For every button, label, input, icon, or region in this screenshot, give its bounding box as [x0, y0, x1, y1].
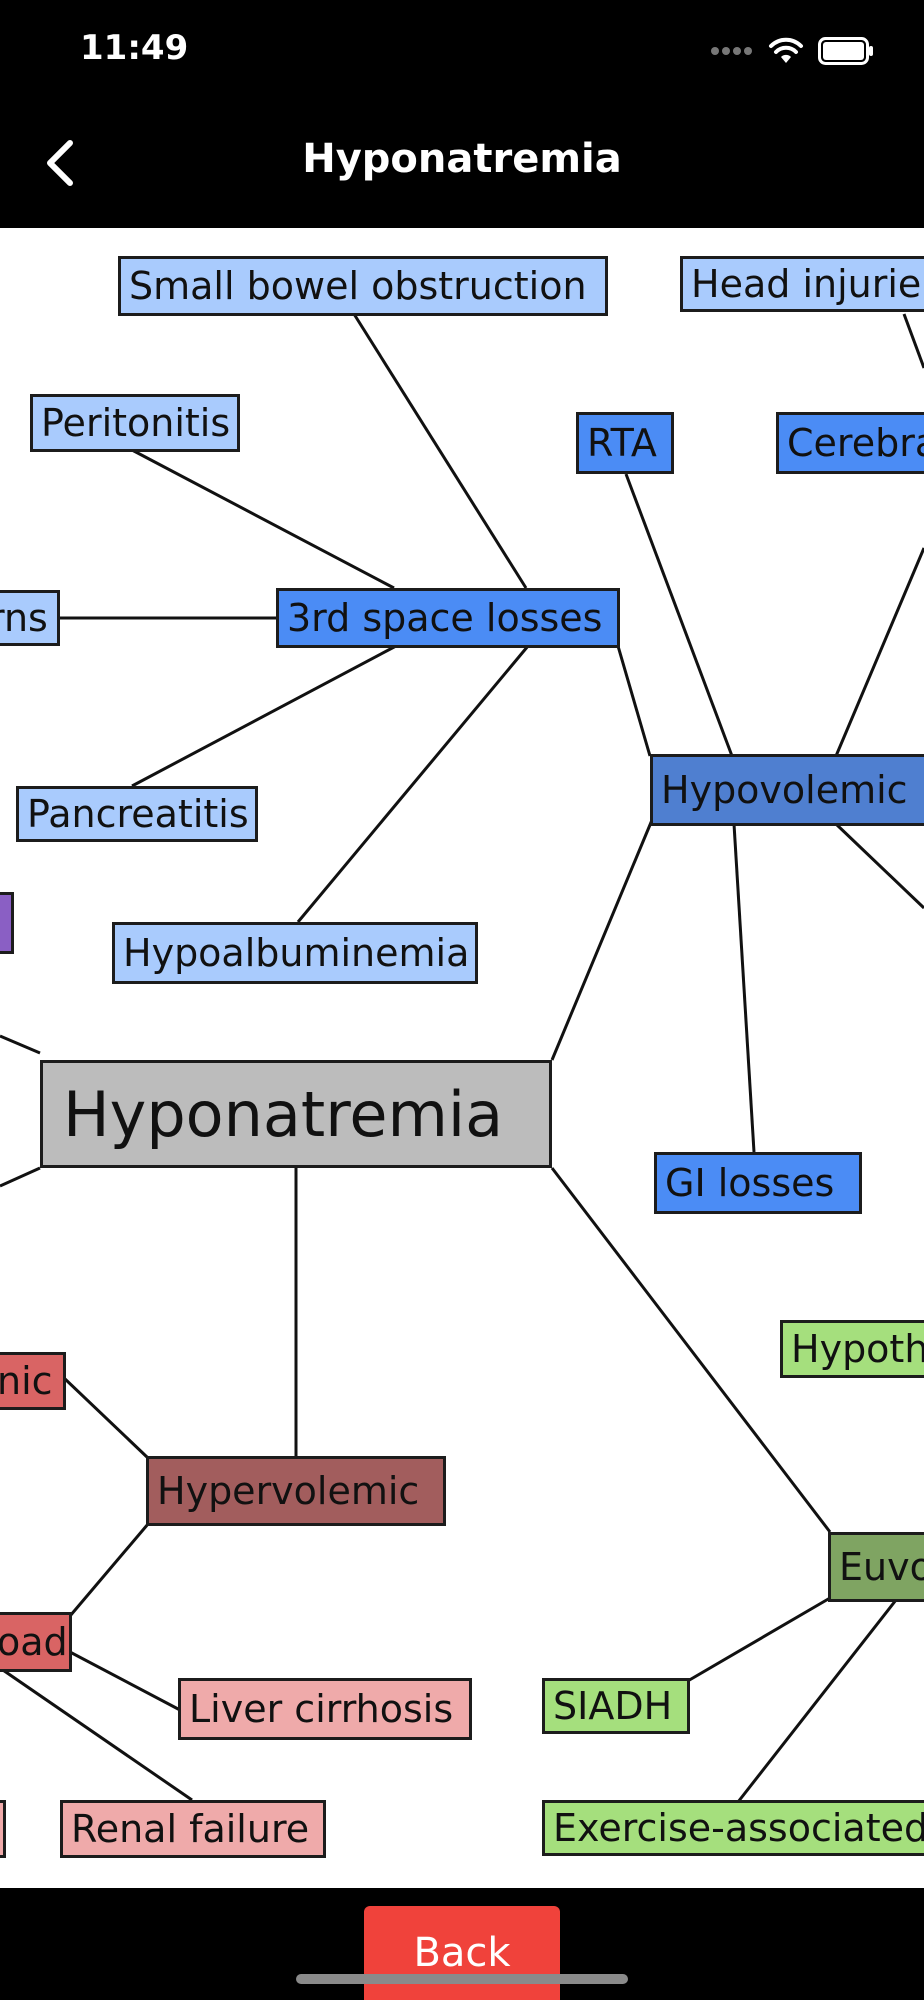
node-euvolemic[interactable]: Euvo: [828, 1532, 924, 1602]
page-title: Hyponatremia: [302, 136, 622, 182]
signal-icon: [711, 47, 752, 55]
node-oad[interactable]: oad: [0, 1612, 72, 1672]
node-hypovolemic[interactable]: Hypovolemic: [650, 754, 924, 826]
node-nic[interactable]: nic: [0, 1352, 66, 1410]
connector-lines: [0, 313, 924, 1803]
node-exercise-associated[interactable]: Exercise-associated: [542, 1800, 924, 1856]
node-peritonitis[interactable]: Peritonitis: [30, 394, 240, 452]
node-third-space-losses[interactable]: 3rd space losses: [276, 588, 620, 648]
node-hypervolemic[interactable]: Hypervolemic: [146, 1456, 446, 1526]
node-gi-losses[interactable]: GI losses: [654, 1152, 862, 1214]
back-chevron-icon[interactable]: [40, 138, 80, 188]
status-icons: [710, 36, 874, 66]
navigation-bar: Hyponatremia: [0, 100, 924, 228]
back-button[interactable]: Back: [364, 1906, 560, 2000]
node-head-injuries[interactable]: Head injurie: [680, 256, 924, 312]
bottom-bar: Back: [0, 1888, 924, 2000]
mind-map[interactable]: Hyponatremia Hypovolemic 3rd space losse…: [0, 228, 924, 1888]
wifi-icon: [769, 37, 803, 63]
node-hypothyroidism[interactable]: Hypoth: [780, 1320, 924, 1378]
node-small-bowel-obstruction[interactable]: Small bowel obstruction: [118, 256, 608, 316]
battery-icon: [818, 37, 873, 65]
node-hyponatremia[interactable]: Hyponatremia: [40, 1060, 552, 1168]
node-pancreatitis[interactable]: Pancreatitis: [16, 786, 258, 842]
node-burns[interactable]: rns: [0, 590, 60, 646]
home-indicator[interactable]: [296, 1974, 628, 1984]
status-time: 11:49: [80, 28, 189, 68]
node-hypoalbuminemia[interactable]: Hypoalbuminemia: [112, 922, 478, 984]
node-liver-cirrhosis[interactable]: Liver cirrhosis: [178, 1678, 472, 1740]
node-partial-purple[interactable]: [0, 892, 14, 954]
node-cerebral[interactable]: Cerebra: [776, 412, 924, 474]
node-siadh[interactable]: SIADH: [542, 1678, 690, 1734]
node-rta[interactable]: RTA: [576, 412, 674, 474]
status-bar: 11:49: [0, 0, 924, 100]
node-partial-pink[interactable]: [0, 1800, 6, 1858]
node-renal-failure[interactable]: Renal failure: [60, 1800, 326, 1858]
